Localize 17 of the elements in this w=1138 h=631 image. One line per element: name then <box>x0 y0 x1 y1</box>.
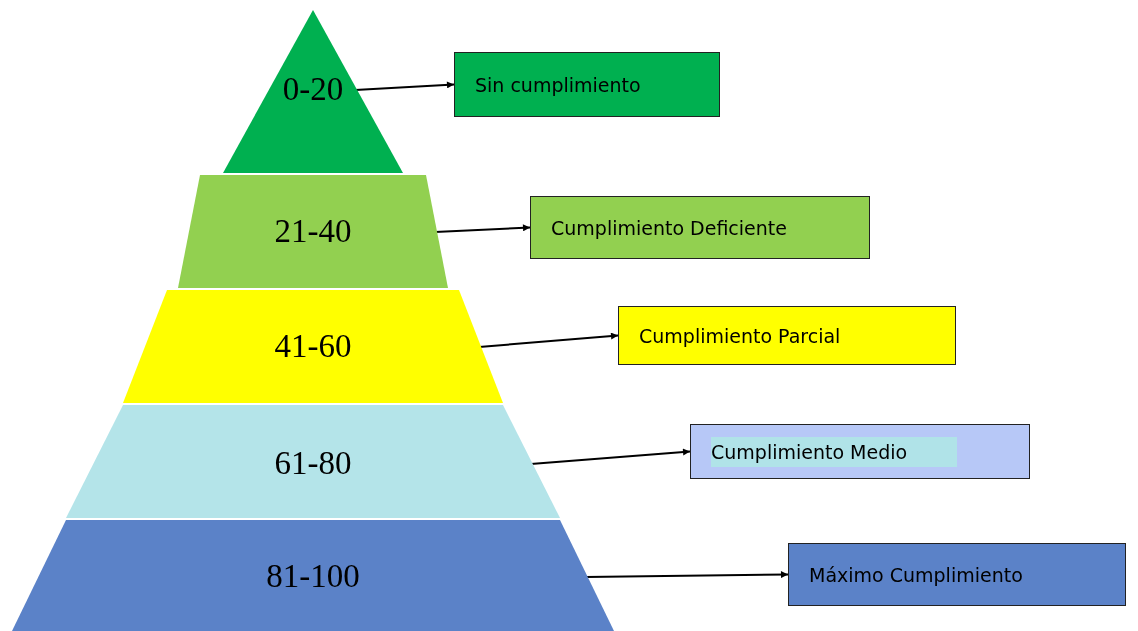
level-box <box>788 543 1126 606</box>
range-label: 81-100 <box>265 560 361 593</box>
level-label: Máximo Cumplimiento <box>809 562 1024 588</box>
level-label: Sin cumplimiento <box>475 72 642 98</box>
range-label: 21-40 <box>273 215 353 248</box>
arrow <box>584 571 789 579</box>
range-label: 41-60 <box>273 330 353 363</box>
range-label: 0-20 <box>281 73 345 106</box>
level-label: Cumplimiento Medio <box>711 436 958 467</box>
level-box <box>530 196 870 259</box>
level-box <box>690 424 1030 479</box>
level-box <box>618 306 956 365</box>
range-label: 61-80 <box>273 447 353 480</box>
arrow <box>478 332 619 348</box>
level-label: Cumplimiento Parcial <box>639 323 842 349</box>
level-label: Cumplimiento Deficiente <box>551 215 788 241</box>
level-box <box>454 52 720 117</box>
